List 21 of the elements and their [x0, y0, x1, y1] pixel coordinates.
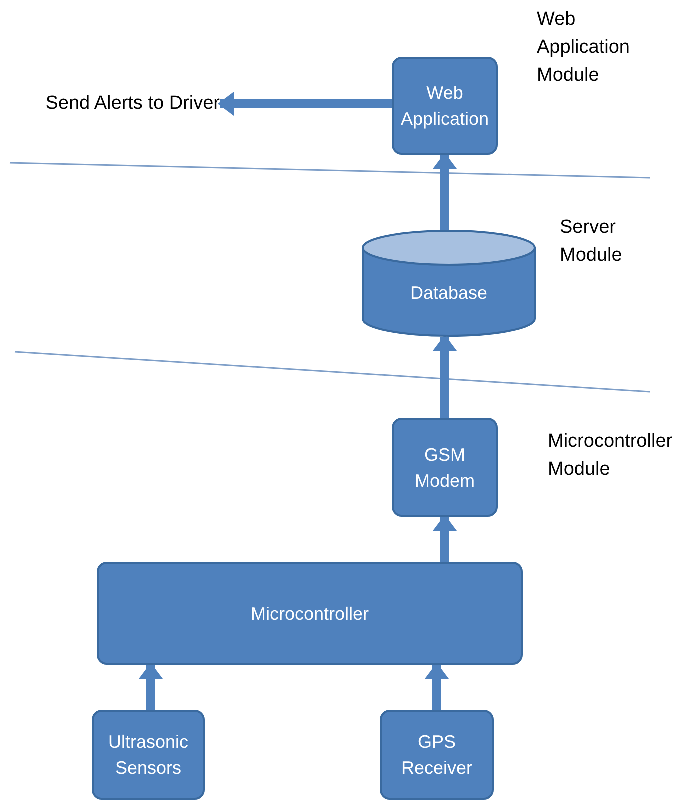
node-label: Send Alerts to Driver [46, 92, 220, 116]
arrow [139, 663, 163, 710]
arrow [433, 335, 457, 418]
module-label: Web Application Module [537, 8, 631, 88]
process-box [392, 418, 498, 517]
node-label: Microcontroller [250, 602, 370, 626]
arrow [433, 153, 457, 230]
arrow [425, 663, 449, 710]
process-box [92, 710, 205, 800]
node-label: Web Application [400, 82, 490, 131]
node-label: GPS Receiver [400, 731, 474, 780]
process-box [380, 710, 494, 800]
arrow [218, 92, 392, 116]
process-box [392, 57, 498, 155]
arrow [433, 515, 457, 562]
node-label: Ultrasonic Sensors [107, 731, 190, 780]
node-label: GSM Modem [414, 444, 476, 492]
module-label: Microcontroller Module [548, 430, 673, 482]
process-box [97, 562, 523, 665]
node-label: Database [409, 282, 489, 304]
module-label: Server Module [560, 216, 624, 268]
